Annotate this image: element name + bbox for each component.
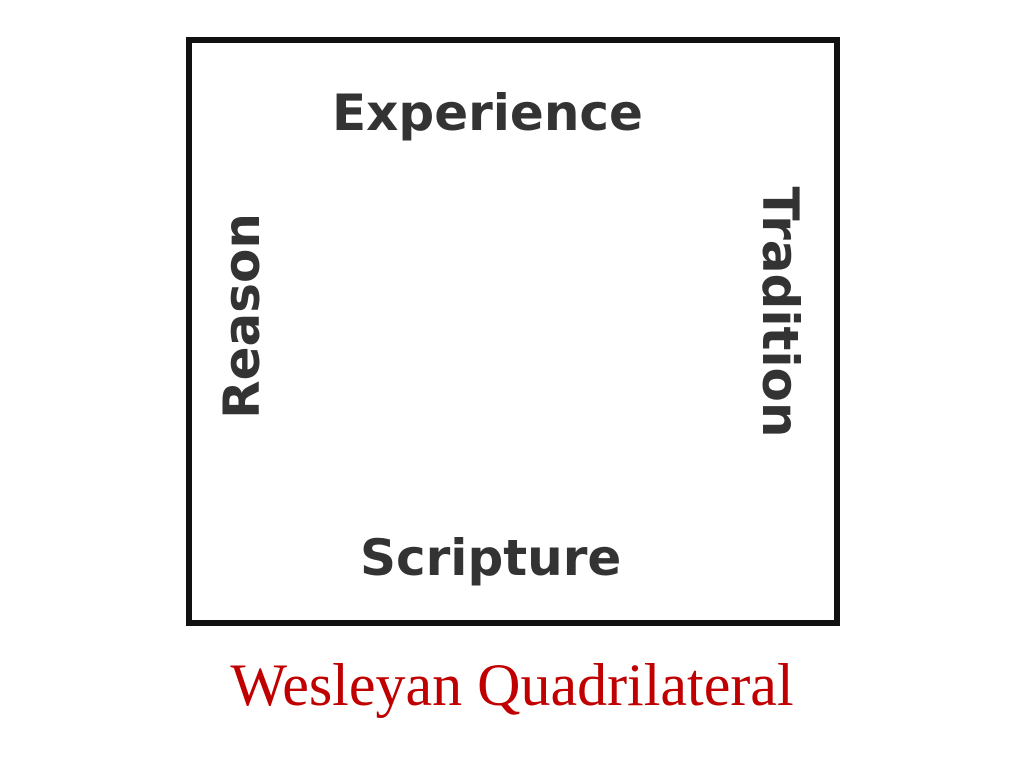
quadrilateral-box	[186, 37, 840, 626]
slide-title: Wesleyan Quadrilateral	[230, 652, 794, 718]
experience-label: Experience	[332, 84, 643, 142]
reason-label: Reason	[213, 213, 271, 419]
tradition-label: Tradition	[751, 186, 809, 438]
scripture-label: Scripture	[360, 529, 622, 587]
